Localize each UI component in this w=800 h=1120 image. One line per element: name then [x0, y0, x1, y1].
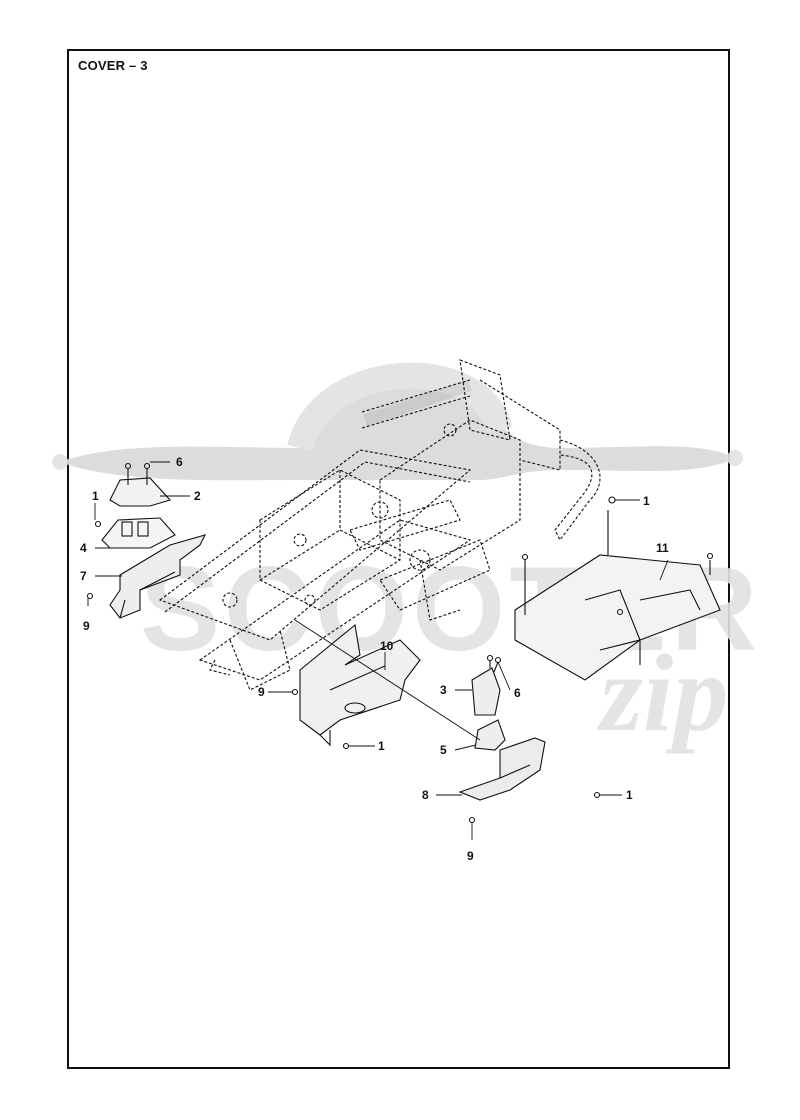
callout-labels: 1 6 2 4 7 9 10 9 1 3 6 5 8 9 1 11 1 — [80, 455, 669, 863]
part-2-cap-cover — [109, 462, 171, 507]
main-frame-assembly — [158, 359, 601, 691]
part-4-gasket — [94, 517, 176, 549]
part-11-floor-plate — [514, 496, 721, 681]
callout-6-center: 6 — [514, 686, 521, 700]
leader-lines — [87, 461, 669, 840]
callout-4: 4 — [80, 541, 87, 555]
callout-1-center: 1 — [378, 739, 385, 753]
callout-9-center: 9 — [258, 685, 265, 699]
callout-7: 7 — [80, 569, 87, 583]
callout-5: 5 — [440, 743, 447, 757]
part-3-5-small-cover — [471, 654, 506, 751]
callout-10: 10 — [380, 639, 394, 653]
callout-6-top-left: 6 — [176, 455, 183, 469]
callout-9-left: 9 — [83, 619, 90, 633]
callout-8: 8 — [422, 788, 429, 802]
page-title: COVER – 3 — [78, 58, 148, 73]
callout-1-top-right: 1 — [643, 494, 650, 508]
callout-2: 2 — [194, 489, 201, 503]
callout-1-top-left: 1 — [92, 489, 99, 503]
callout-9-bottom: 9 — [467, 849, 474, 863]
page-frame — [67, 49, 730, 1069]
part-8-side-cover — [458, 737, 601, 824]
callout-11: 11 — [656, 541, 669, 555]
watermark: SCOOTER zip — [52, 362, 757, 754]
part-7-left-cover — [86, 534, 207, 619]
callout-3: 3 — [440, 683, 447, 697]
part-10-center-cover — [291, 623, 421, 750]
callout-1-bottom-right: 1 — [626, 788, 633, 802]
